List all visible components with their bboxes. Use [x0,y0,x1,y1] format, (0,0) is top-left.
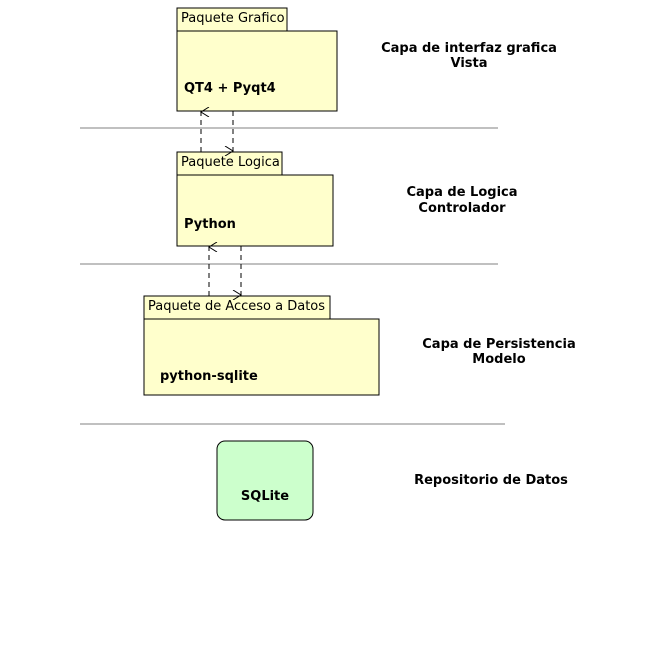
layer-label-controlador-line1: Capa de Logica [406,185,517,200]
package-logica-tab-label: Paquete Logica [181,155,280,170]
package-acceso-datos-body [143,318,380,396]
layer-label-vista-line2: Vista [450,56,487,71]
layer-label-modelo-line1: Capa de Persistencia [422,337,575,352]
package-grafico-body-label: QT4 + Pyqt4 [184,81,276,96]
layer-label-modelo: Capa de Persistencia Modelo [422,337,575,367]
repository-box [216,440,314,521]
layer-label-modelo-line2: Modelo [472,352,525,367]
package-acceso-datos-tab-label: Paquete de Acceso a Datos [148,299,325,314]
package-acceso-datos[interactable]: Paquete de Acceso a Datos python-sqlite [143,295,380,396]
package-grafico[interactable]: Paquete Grafico QT4 + Pyqt4 [176,7,338,112]
package-logica[interactable]: Paquete Logica Python [176,151,334,247]
layer-label-vista-line1: Capa de interfaz grafica [381,41,557,56]
layer-label-vista: Capa de interfaz grafica Vista [381,41,557,71]
package-logica-body-label: Python [184,217,236,232]
package-acceso-datos-body-label: python-sqlite [160,369,258,384]
layer-label-repositorio-line1: Repositorio de Datos [414,473,568,488]
repository-label: SQLite [241,489,289,504]
package-grafico-body [176,30,338,112]
layer-label-repositorio: Repositorio de Datos [414,473,568,488]
repository-sqlite[interactable]: SQLite [216,440,314,521]
package-logica-body [176,174,334,247]
layer-label-controlador-line2: Controlador [418,201,506,216]
package-grafico-tab-label: Paquete Grafico [181,11,285,26]
layer-label-controlador: Capa de Logica Controlador [406,185,517,216]
